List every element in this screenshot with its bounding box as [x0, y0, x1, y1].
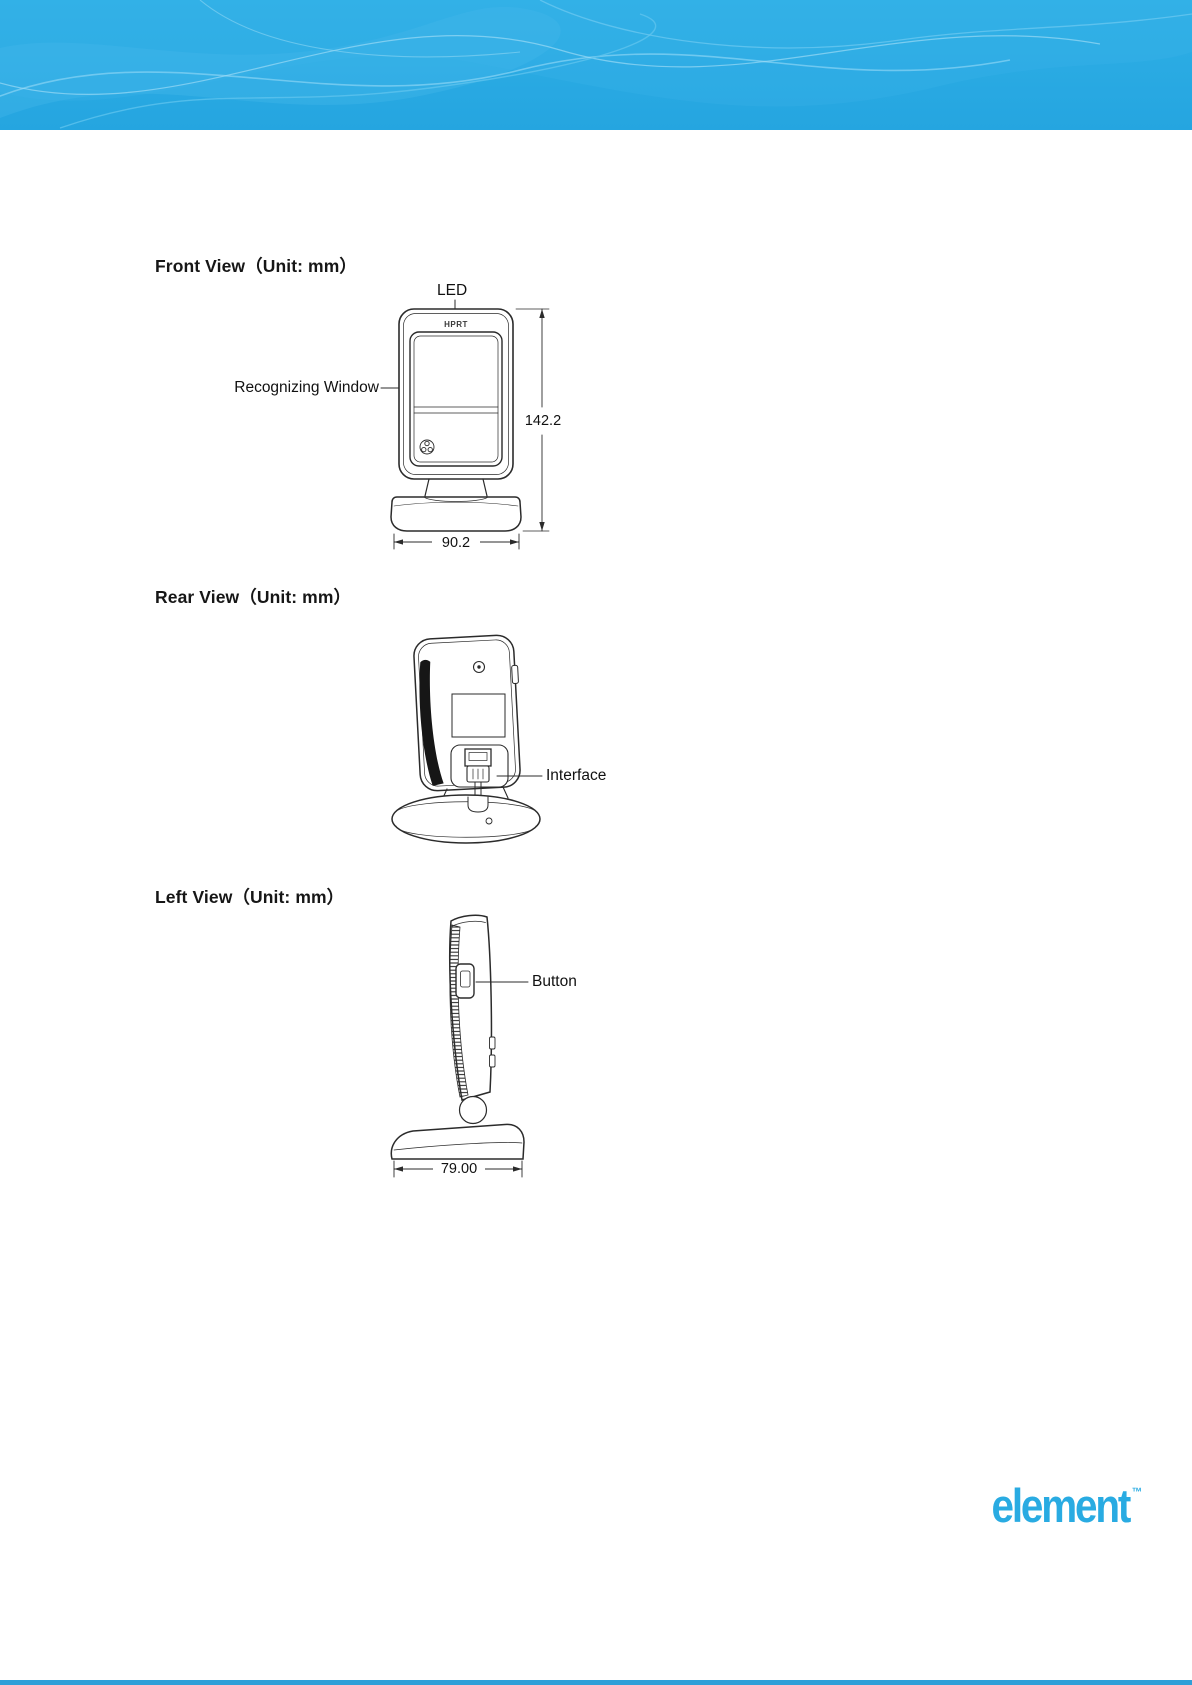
screw-icon: [472, 660, 486, 674]
left-view-diagram: [390, 914, 529, 1178]
scanner-brand-mark: HPRT: [444, 320, 468, 329]
recognizing-window-label: Recognizing Window: [234, 379, 379, 396]
footer-strip: [0, 1680, 1192, 1685]
element-logo-text: element: [991, 1479, 1131, 1532]
front-view-title-text: Front View: [155, 256, 246, 276]
rear-view-section-title: Rear View（Unit: mm）: [155, 584, 351, 609]
left-view-title-text: Left View: [155, 887, 233, 907]
front-height-dimension: 142.2: [519, 412, 567, 430]
button-shape: [455, 963, 475, 999]
interface-label: Interface: [546, 767, 607, 784]
rear-view-diagram: [391, 634, 543, 844]
front-view-diagram: HPRT: [380, 299, 550, 550]
fan-icon: [419, 439, 435, 455]
left-view-unit-text: （Unit: mm）: [232, 887, 345, 907]
rear-view-title-text: Rear View: [155, 587, 240, 607]
front-view-section-title: Front View（Unit: mm）: [155, 253, 357, 278]
left-view-section-title: Left View（Unit: mm）: [155, 884, 344, 909]
led-label: LED: [437, 282, 468, 299]
front-width-dimension: 90.2: [432, 534, 480, 552]
rear-label-plate: [451, 693, 506, 738]
left-width-dimension: 79.00: [433, 1160, 485, 1178]
header-band: [0, 0, 1192, 130]
front-view-unit-text: （Unit: mm）: [245, 256, 357, 276]
rear-side-grip: [419, 659, 444, 786]
rear-view-unit-text: （Unit: mm）: [239, 587, 352, 607]
trademark-mark: ™: [1131, 1485, 1142, 1499]
header-wave-graphic: [0, 0, 1192, 130]
button-label: Button: [532, 973, 577, 990]
